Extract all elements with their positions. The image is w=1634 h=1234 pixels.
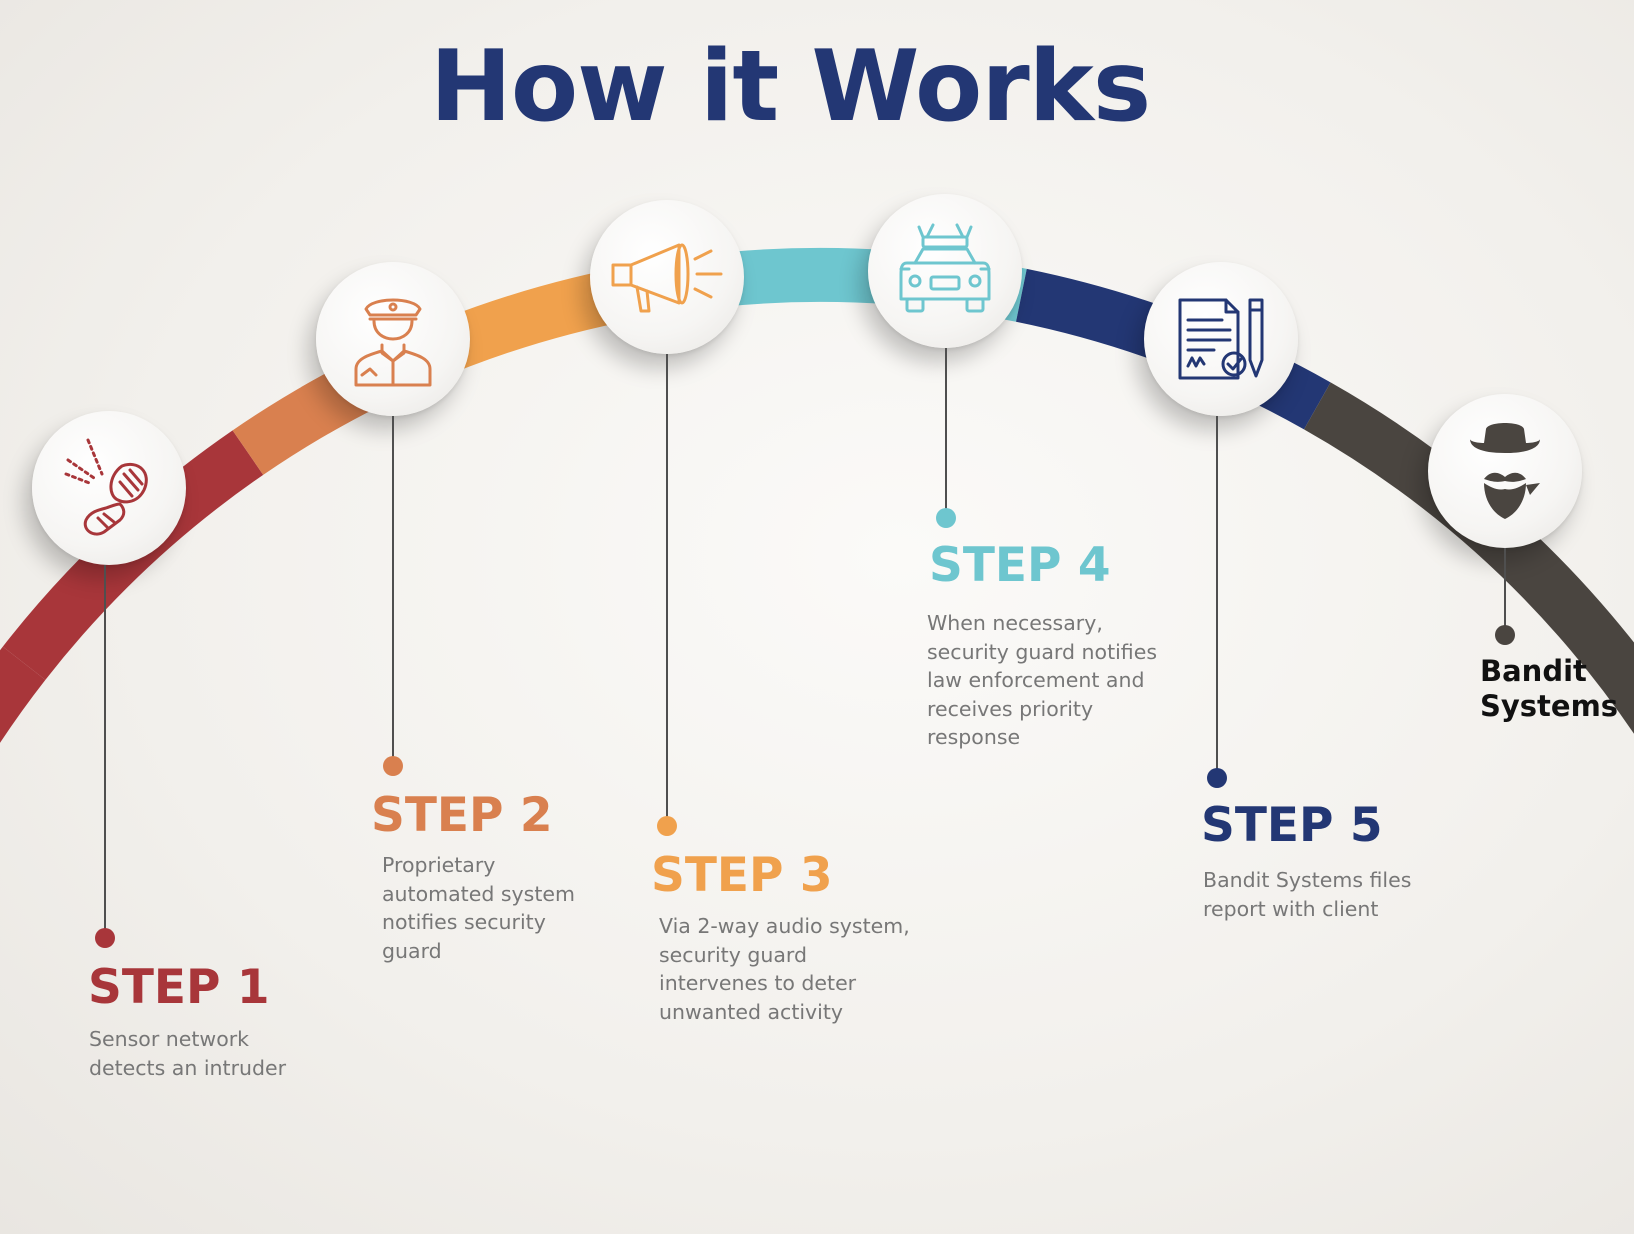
step-4-title: STEP 4 — [929, 538, 1111, 593]
megaphone-icon — [611, 243, 723, 313]
step-2-node — [316, 262, 470, 416]
step-3-title: STEP 3 — [651, 848, 833, 903]
report-document-icon — [1178, 298, 1264, 380]
step-1-node — [32, 411, 186, 565]
step-5-title: STEP 5 — [1201, 798, 1383, 853]
step-2-title: STEP 2 — [371, 788, 553, 843]
step-5-node — [1144, 262, 1298, 416]
step-3-dot — [657, 816, 677, 836]
arc-segment-brand — [1303, 382, 1634, 735]
step-3-node — [590, 200, 744, 354]
step-2-description: Proprietary automated system notifies se… — [382, 853, 575, 963]
step-1-title: STEP 1 — [88, 960, 270, 1015]
brand-stem — [1504, 548, 1506, 634]
step-2-stem — [392, 416, 394, 762]
step-5-stem — [1216, 416, 1218, 778]
step-3-description: Via 2-way audio system, security guard i… — [659, 914, 910, 1024]
footprint-icon — [64, 438, 148, 536]
security-guard-icon — [354, 298, 432, 387]
step-5-description: Bandit Systems files report with client — [1203, 868, 1412, 921]
step-3-stem — [666, 354, 668, 824]
page-title: How it Works — [429, 30, 1151, 144]
arc-segment-step-1a — [0, 646, 46, 744]
bandit-icon — [1470, 423, 1540, 519]
step-1-dot — [95, 928, 115, 948]
step-4-description: When necessary, security guard notifies … — [927, 611, 1158, 749]
step-4-dot — [936, 508, 956, 528]
brand-name: Bandit Systems — [1480, 654, 1619, 723]
step-2-dot — [383, 756, 403, 776]
step-1-stem — [104, 565, 106, 932]
brand-node — [1428, 394, 1582, 548]
step-5-dot — [1207, 768, 1227, 788]
brand-dot — [1495, 625, 1515, 645]
step-4-stem — [945, 348, 947, 518]
step-1-description: Sensor network detects an intruder — [89, 1027, 287, 1080]
police-car-icon — [899, 223, 991, 313]
step-4-node — [868, 194, 1022, 348]
